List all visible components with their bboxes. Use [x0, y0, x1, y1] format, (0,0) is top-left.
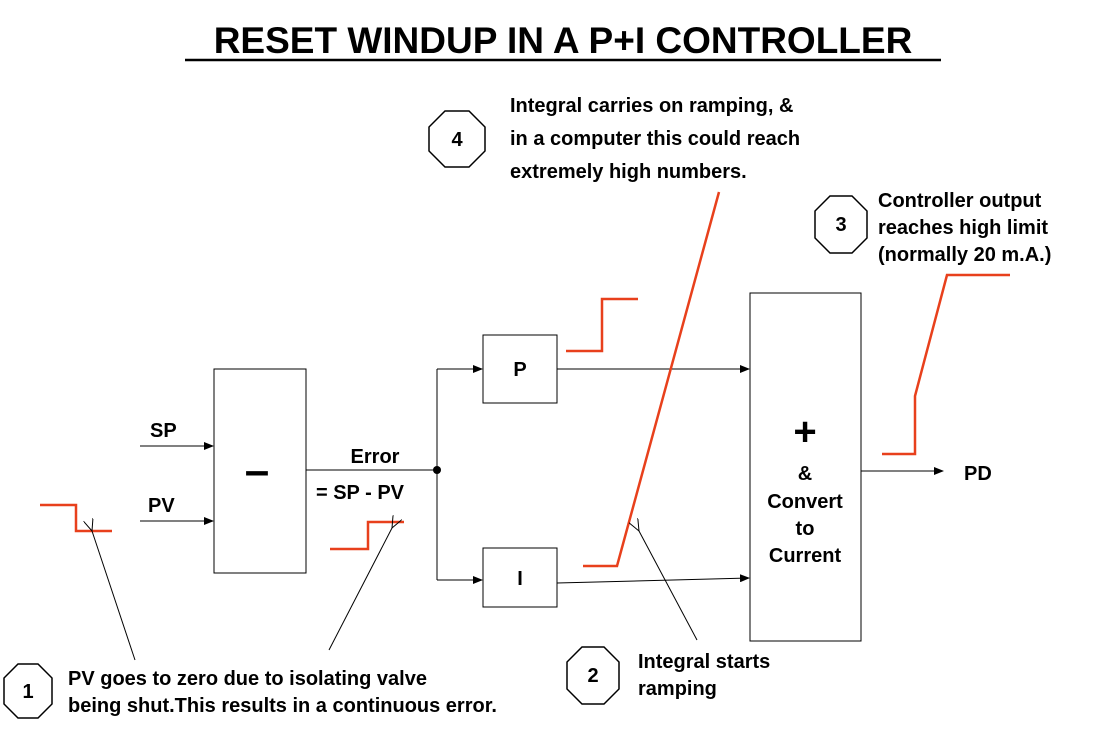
minus-symbol: –	[245, 446, 269, 495]
note-1-pointer-pv	[92, 531, 136, 661]
note-1-line-2: being shut.This results in a continuous …	[68, 695, 497, 717]
error-formula: = SP - PV	[316, 482, 405, 504]
note-4-badge: 4	[428, 110, 486, 168]
note-1-number: 1	[22, 681, 33, 703]
note-2-number: 2	[587, 665, 598, 687]
pv-label: PV	[148, 495, 175, 517]
note-4-line-3: extremely high numbers.	[510, 161, 747, 183]
error-label: Error	[351, 446, 400, 468]
integral-ramp-trace	[583, 191, 721, 568]
i-label: I	[517, 568, 523, 590]
note-1-badge: 1	[3, 663, 53, 719]
summer-line-4: Current	[769, 545, 842, 567]
i-output-arrow	[556, 574, 750, 584]
note-4-line-2: in a computer this could reach	[510, 128, 800, 150]
page-title: RESET WINDUP IN A P+I CONTROLLER	[214, 20, 913, 61]
controller-output-trace	[882, 273, 1010, 456]
note-2-pointer	[639, 531, 698, 641]
output-label: PD	[964, 463, 992, 485]
note-3-line-3: (normally 20 m.A.)	[878, 244, 1051, 266]
summer-line-2: Convert	[767, 491, 843, 513]
p-block	[482, 334, 558, 404]
note-3-line-2: reaches high limit	[878, 217, 1048, 239]
p-label: P	[513, 359, 526, 381]
note-3-badge: 3	[814, 195, 868, 254]
sp-label: SP	[150, 420, 177, 442]
i-block	[482, 547, 558, 608]
subtractor-block	[213, 368, 307, 574]
note-4-line-1: Integral carries on ramping, &	[510, 95, 793, 117]
note-3-number: 3	[835, 214, 846, 236]
note-1-line-1: PV goes to zero due to isolating valve	[68, 668, 427, 690]
pv-drop-trace	[40, 503, 112, 533]
note-1-pointer-error	[328, 528, 392, 651]
note-4-number: 4	[451, 129, 463, 151]
summer-line-3: to	[796, 518, 815, 540]
plus-symbol: +	[793, 410, 816, 454]
error-step-trace	[330, 520, 404, 551]
note-2-line-2: ramping	[638, 678, 717, 700]
note-2-line-1: Integral starts	[638, 651, 770, 673]
note-2-badge: 2	[566, 646, 620, 705]
summer-line-1: &	[798, 463, 812, 485]
note-3-line-1: Controller output	[878, 190, 1042, 212]
p-output-trace	[566, 297, 638, 353]
summer-block	[749, 292, 862, 642]
